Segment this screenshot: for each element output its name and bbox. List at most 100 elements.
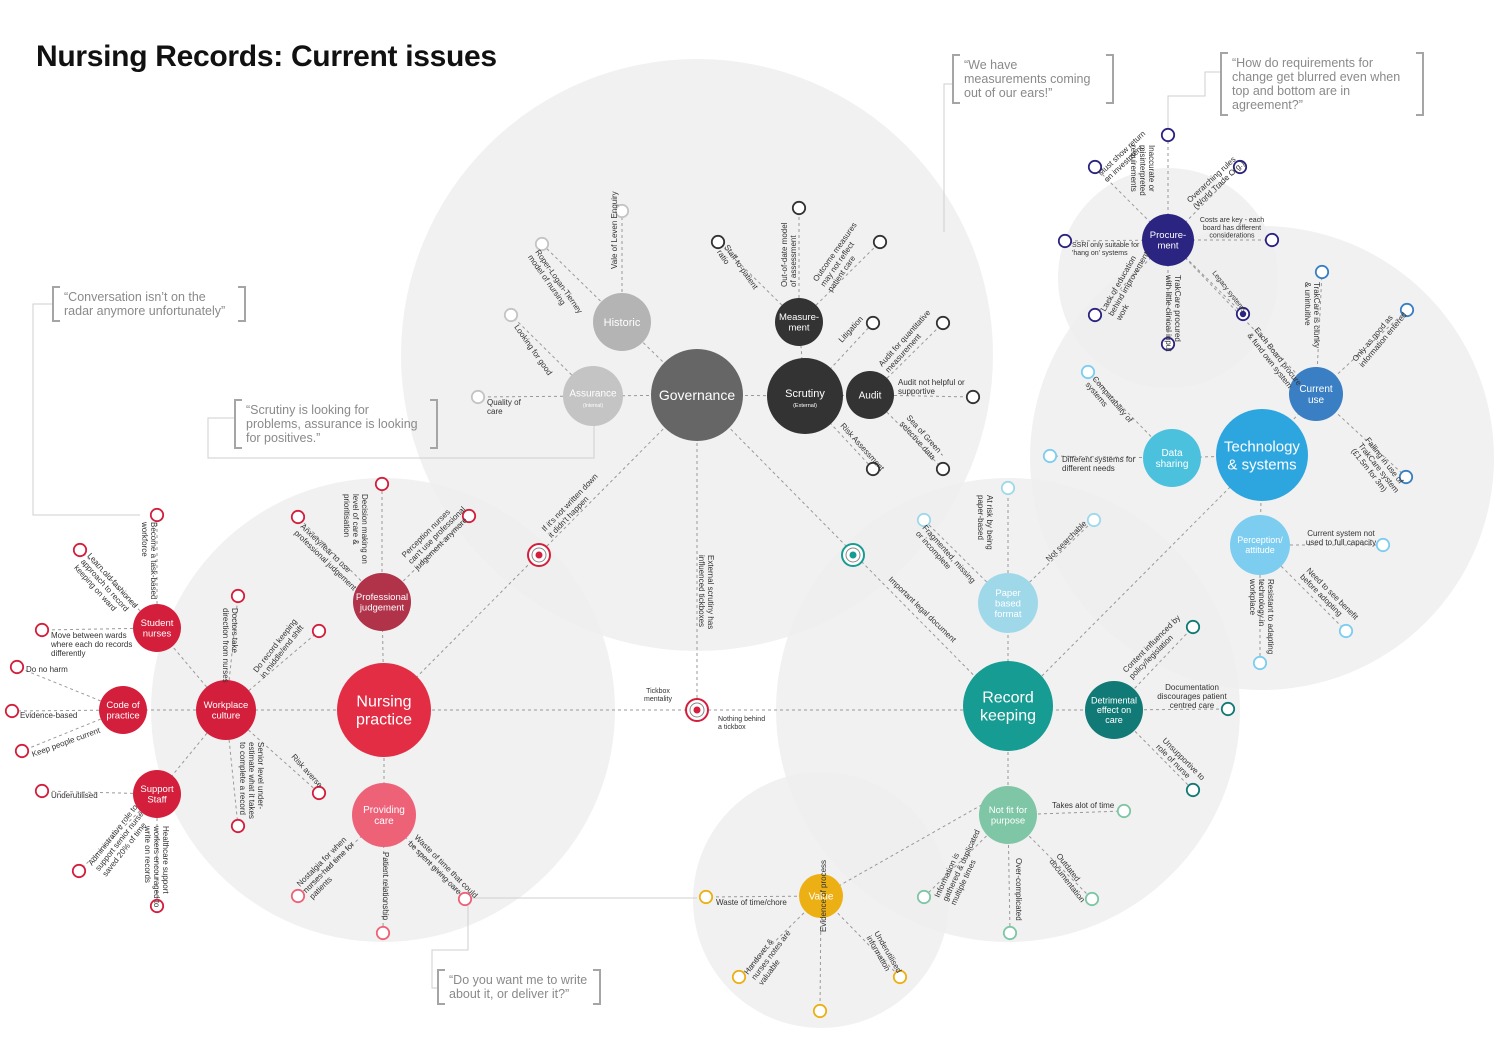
quote-requirements: “How do requirements for change get blur… [1220,52,1424,116]
marker-tickbox-dot [693,706,701,714]
historic-rlt-marker [534,236,550,252]
pr-ssri-marker [1057,233,1073,249]
sn-move-marker [34,622,50,638]
ds-compat-marker [1080,364,1096,380]
pr-ssri-connector [1064,239,1169,242]
workplace-culture-node [196,680,256,740]
pc-nostalgia-marker [290,888,306,904]
assurance-sub: (Internal) [583,403,603,409]
audit-unhelpful-marker [965,389,981,405]
label-resistant: Resistant to adaptingtechnology inworkpl… [1248,578,1275,654]
code-of-practice-node [99,686,147,734]
sn-task-marker [149,507,165,523]
audit-node-label: Audit [859,391,882,402]
assurance-node [563,366,623,426]
procurement-node-label: Procure-ment [1150,230,1186,251]
label-evidence-process: Evidence of process [819,860,828,932]
quote-deliver: “Do you want me to write about it, or de… [437,969,601,1005]
pr-rules-marker [1232,159,1248,175]
scrutiny-node-label: Scrutiny [785,388,825,400]
nf-outdated-marker [1084,891,1100,907]
pa-benefit-marker [1338,623,1354,639]
ss-admin-marker [71,863,87,879]
meas-outcome-marker [872,234,888,250]
det-document-marker [1220,701,1236,717]
marker-legal-dot [849,551,857,559]
quote-conversation: “Conversation isn’t on the radar anymore… [52,286,246,322]
val-evidence-marker [812,1003,828,1019]
procurement-node [1142,214,1194,266]
detrimental-node [1085,681,1143,739]
marker-not-written-dot [535,551,543,559]
quote-connector-4 [431,897,697,989]
label-outdated-model: Out-of-date modelof assessment [780,222,798,287]
technology-node-label: Technology& systems [1224,438,1300,473]
scrutiny-litigation-connector [804,322,874,397]
det-content-marker [1185,619,1201,635]
cu-good-marker [1399,302,1415,318]
technology-node [1216,409,1308,501]
pr-costs-marker [1264,232,1280,248]
nf-complicated-marker [1002,925,1018,941]
label-ssri: SSRI only suitable for'hang on' systems [1072,242,1140,257]
nodes-layer [99,214,1343,918]
label-hcsw: Healthcare supportworkers encouraged tow… [143,825,170,908]
ss-hcsw-marker [149,898,165,914]
audit-green-connector [869,394,944,470]
pc-relationship-marker [375,925,391,941]
pr-education-marker [1087,307,1103,323]
label-doctors-direction: Doctors takedirection from nurses [221,608,239,683]
pc-waste-marker [457,891,473,907]
scrutiny-risk-marker [865,461,881,477]
providing-care-node [352,783,416,847]
record-keeping-node [963,661,1053,751]
wc-doctors-marker [230,588,246,604]
audit-green-marker [935,461,951,477]
current-use-node [1289,367,1343,421]
label-trakcare-procured: TrakCare procuredwith little clinical in… [1164,274,1182,352]
scrutiny-risk-connector [804,395,874,470]
rings-layer [4,127,1415,1019]
audit-unhelpful-connector [869,394,974,398]
pr-roi-connector [1094,166,1169,241]
not-fit-node [979,786,1037,844]
ds-different-marker [1042,448,1058,464]
governance-node [651,349,743,441]
pr-roi-marker [1087,159,1103,175]
historic-node-label: Historic [604,317,641,329]
scrutiny-litigation-marker [865,315,881,331]
quote-scrutiny: “Scrutiny is looking for problems, assur… [234,399,438,449]
trunk-gov-record [696,394,1009,711]
audit-quant-connector [869,322,944,396]
pa-resistant-marker [1252,655,1268,671]
val-waste-marker [698,889,714,905]
label-patient-relationship: Patient relationship [381,852,390,921]
assurance-quality-marker [470,389,486,405]
wc-risk-marker [311,785,327,801]
label-clunky: TrakCare is clunky& unintuitive [1303,282,1321,348]
label-senior-underestimate: Senior level under-estimate what it take… [238,742,265,819]
label-over-complicated: Over-complicated [1014,858,1023,921]
student-nurses-node [133,604,181,652]
pr-legacy-marker-dot [1239,310,1247,318]
sn-learn-marker [72,542,88,558]
governance-node-label: Governance [659,387,735,403]
pj-decision-marker [374,476,390,492]
quote-connector-3 [207,417,595,459]
historic-node [593,293,651,351]
pj-perception-marker [461,508,477,524]
label-paper-risk: At risk by beingpaper-based [976,495,994,550]
cu-falling-marker [1398,469,1414,485]
